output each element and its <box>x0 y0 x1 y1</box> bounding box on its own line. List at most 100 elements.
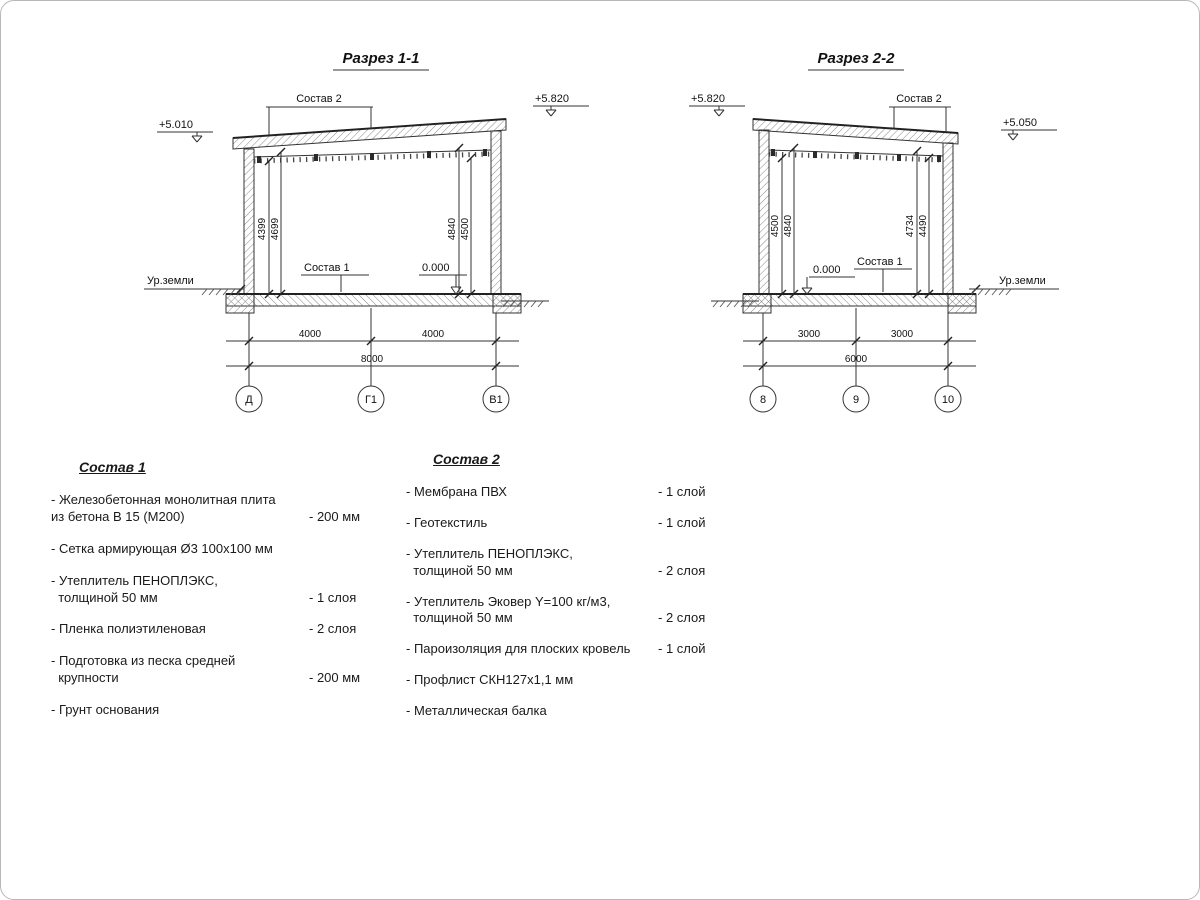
material-text: - Сетка армирующая Ø3 100х100 мм <box>51 540 273 556</box>
dimension-label: 4840 <box>783 214 794 237</box>
material-text: - Пленка полиэтиленовая <box>51 621 206 637</box>
dimension-label: 4840 <box>447 217 458 240</box>
material-text: - Геотекстиль <box>406 514 488 530</box>
material-text: - Металлическая балка <box>406 703 547 719</box>
axis-label: В1 <box>489 394 502 406</box>
material-value: - 200 мм <box>309 508 361 524</box>
zero-level-label: 0.000 <box>422 262 450 274</box>
material-item: - Утеплитель ПЕНОПЛЭКС, толщиной 50 мм -… <box>406 546 736 580</box>
dimension-label: 6000 <box>845 354 868 365</box>
material-item: - Пленка полиэтиленовая - 2 слоя <box>51 621 411 638</box>
dimension-label: 4500 <box>770 214 781 237</box>
section-2-2-title: Разрез 2-2 <box>817 50 895 67</box>
sostav1-callout-label: Состав 1 <box>304 262 350 274</box>
roof-beams <box>771 149 941 162</box>
material-text: - Железобетонная монолитная плита из бет… <box>51 492 276 524</box>
elevation-mark-left: +5.820 <box>689 93 745 117</box>
material-value: - 1 слой <box>658 641 706 657</box>
bottom-dimensions: 4000 4000 8000 <box>226 308 519 386</box>
dimension-label: 3000 <box>891 329 914 340</box>
ground-level-left-stub <box>711 300 759 308</box>
axis-bubble <box>842 385 870 413</box>
elevation-mark-right: +5.820 <box>533 93 589 117</box>
section-1-1-title: Разрез 1-1 <box>342 50 419 67</box>
axis-label: 10 <box>942 394 954 406</box>
interior-dimensions: 4500 4840 4734 4490 <box>770 143 934 299</box>
elevation-mark-right: +5.050 <box>1001 117 1057 141</box>
right-wall <box>942 142 954 295</box>
sections-drawing-canvas: Разрез 1-1 Ур.зе <box>144 50 1059 413</box>
elevation-mark-left: +5.010 <box>157 119 213 143</box>
ground-level-right-stub <box>501 300 549 308</box>
material-value: - 200 мм <box>309 670 361 686</box>
dimension-label: 4399 <box>257 217 268 240</box>
floor-slab <box>742 293 977 314</box>
sostav1-callout: Состав 1 <box>301 262 369 292</box>
material-item: - Мембрана ПВХ - 1 слой <box>406 484 736 501</box>
material-text: - Утеплитель ПЕНОПЛЭКС, толщиной 50 мм <box>406 545 573 578</box>
material-item: - Геотекстиль - 1 слой <box>406 515 736 532</box>
section-2-2-drawing: Разрез 2-2 Ур.земли <box>689 50 1059 413</box>
sostav2-list: Состав 2 - Мембрана ПВХ - 1 слой - Геоте… <box>406 451 736 734</box>
material-value: - 2 слоя <box>658 562 706 578</box>
dimension-label: 4734 <box>905 214 916 237</box>
material-item: - Грунт основания <box>51 702 411 719</box>
roof-beams <box>257 149 487 163</box>
dimension-label: 4000 <box>299 329 322 340</box>
right-wall <box>490 130 502 295</box>
zero-level-label: 0.000 <box>813 264 841 276</box>
material-text: - Утеплитель ПЕНОПЛЭКС, толщиной 50 мм <box>51 572 218 605</box>
axis-bubbles: Д Г1 В1 <box>235 385 510 413</box>
axis-bubble <box>749 385 777 413</box>
bottom-dimensions: 3000 3000 6000 <box>743 308 976 386</box>
material-value: - 2 слоя <box>309 621 357 637</box>
axis-label: 8 <box>760 394 766 406</box>
axis-bubbles: 8 9 10 <box>749 385 962 413</box>
axis-label: Д <box>245 394 253 406</box>
material-item: - Утеплитель ПЕНОПЛЭКС, толщиной 50 мм -… <box>51 573 411 607</box>
ground-label: Ур.земли <box>147 275 194 287</box>
roof-slab <box>232 118 507 150</box>
dimension-label: 8000 <box>361 354 384 365</box>
left-wall <box>243 148 255 295</box>
elevation-value: +5.820 <box>535 93 569 105</box>
axis-bubble <box>357 385 385 413</box>
sostav2-callout: Состав 2 <box>266 93 373 135</box>
axis-bubble <box>934 385 962 413</box>
ground-level-right: Ур.земли <box>969 275 1059 296</box>
axis-label: Г1 <box>365 394 377 406</box>
material-value: - 1 слой <box>658 484 706 499</box>
interior-dimensions: 4399 4699 4840 4500 <box>257 143 476 299</box>
zero-level-mark: 0.000 <box>419 262 467 295</box>
material-text: - Подготовка из песка средней крупности <box>51 653 236 686</box>
material-item: - Сетка армирующая Ø3 100х100 мм <box>51 541 411 558</box>
axis-bubble <box>235 385 263 413</box>
dimension-label: 3000 <box>798 329 821 340</box>
sostav1-list: Состав 1 - Железобетонная монолитная пли… <box>51 459 411 734</box>
floor-slab <box>225 293 522 314</box>
material-item: - Подготовка из песка средней крупности … <box>51 653 411 687</box>
sostav2-title: Состав 2 <box>433 451 500 467</box>
ground-label: Ур.земли <box>999 275 1046 287</box>
material-value: - 1 слоя <box>309 589 357 605</box>
elevation-value: +5.820 <box>691 93 725 105</box>
section-1-1-drawing: Разрез 1-1 Ур.зе <box>144 50 589 413</box>
sostav1-callout: Состав 1 <box>854 256 912 292</box>
sostav2-callout: Состав 2 <box>889 93 951 132</box>
dimension-label: 4699 <box>270 217 281 240</box>
material-text: - Пароизоляция для плоских кровель <box>406 641 631 657</box>
elevation-value: +5.050 <box>1003 117 1037 129</box>
dimension-label: 4500 <box>460 217 471 240</box>
sostav1-callout-label: Состав 1 <box>857 256 903 268</box>
axis-bubble <box>482 385 510 413</box>
material-text: - Грунт основания <box>51 702 160 718</box>
dimension-label: 4490 <box>918 214 929 237</box>
material-value: - 2 слоя <box>658 610 706 626</box>
roof-slab <box>752 118 959 145</box>
material-text: - Утеплитель Эковер Y=100 кг/м3, толщино… <box>406 593 611 626</box>
sostav1-title: Состав 1 <box>79 459 146 475</box>
elevation-value: +5.010 <box>159 119 193 131</box>
material-item: - Металлическая балка <box>406 703 736 720</box>
material-item: - Утеплитель Эковер Y=100 кг/м3, толщино… <box>406 594 736 628</box>
